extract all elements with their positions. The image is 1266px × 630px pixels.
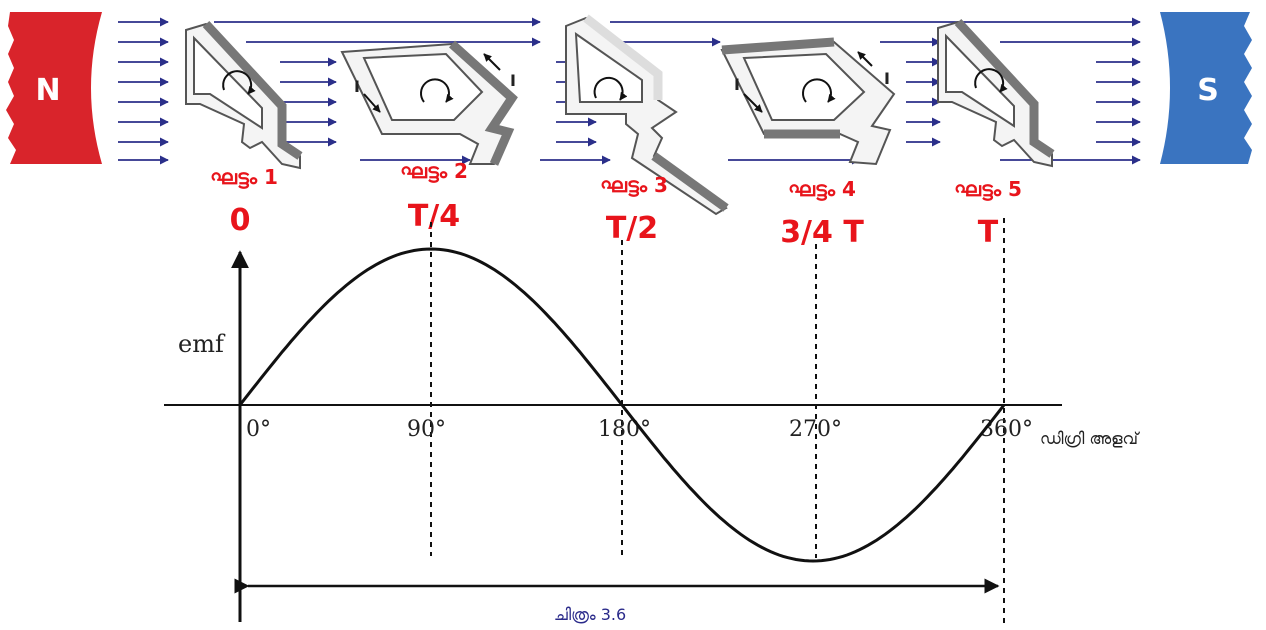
stage-4-time: 3/4 T [780, 215, 864, 250]
stage-2-time: T/4 [408, 199, 460, 234]
current-arrow-2 [483, 53, 501, 71]
south-magnet: S [1160, 12, 1252, 164]
x-tick-label: 90° [407, 417, 446, 442]
current-arrow-1 [363, 93, 381, 113]
current-mark-3: I [734, 75, 740, 94]
x-axis-label: ഡിഗ്രി അളവ് [1040, 429, 1141, 448]
coil-stage-5 [937, 18, 1055, 168]
current-markers: I I I I [354, 51, 890, 113]
coil-stage-3 [565, 14, 729, 216]
stage-labels: ഘട്ടം 1 ഘട്ടം 2 ഘട്ടം 3 ഘട്ടം 4 ഘട്ടം 5 … [210, 159, 1022, 250]
y-axis-label: emf [178, 330, 226, 358]
stage-3-time: T/2 [606, 211, 658, 246]
coil-stage-1 [185, 20, 303, 170]
current-arrow-3 [743, 93, 763, 113]
north-magnet: N [6, 12, 102, 164]
x-tick-label: 0° [246, 417, 271, 442]
stage-3-label: ഘട്ടം 3 [600, 173, 668, 197]
current-mark-1: I [354, 77, 360, 96]
x-tick-label: 270° [789, 417, 842, 442]
coil-stage-2 [340, 40, 518, 166]
emf-point [1002, 403, 1006, 407]
emf-point [334, 293, 338, 297]
emf-point [525, 293, 529, 297]
south-pole-label: S [1197, 73, 1219, 108]
x-tick-label: 360° [980, 417, 1033, 442]
tick-labels: 0°90°180°270°360° [246, 417, 1033, 442]
stage-5-label: ഘട്ടം 5 [954, 177, 1022, 201]
coil-stage-4 [720, 37, 896, 166]
stage-1-time: 0 [230, 203, 251, 238]
emf-point [907, 513, 911, 517]
emf-point [620, 403, 624, 407]
figure-caption: ചിത്രം 3.6 [554, 605, 626, 624]
emf-sine-curve [238, 247, 1006, 563]
stage-5-time: T [978, 215, 999, 250]
emf-point [811, 559, 815, 563]
stage-4-label: ഘട്ടം 4 [788, 177, 856, 201]
emf-point [429, 247, 433, 251]
emf-point [716, 513, 720, 517]
emf-point [238, 403, 242, 407]
stage-2-label: ഘട്ടം 2 [400, 159, 468, 183]
current-arrow-4 [857, 51, 873, 67]
guide-lines [430, 218, 1005, 628]
current-mark-2: I [510, 71, 516, 90]
stage-1-label: ഘട്ടം 1 [210, 165, 278, 189]
north-pole-label: N [35, 73, 60, 108]
current-mark-4: I [884, 69, 890, 88]
